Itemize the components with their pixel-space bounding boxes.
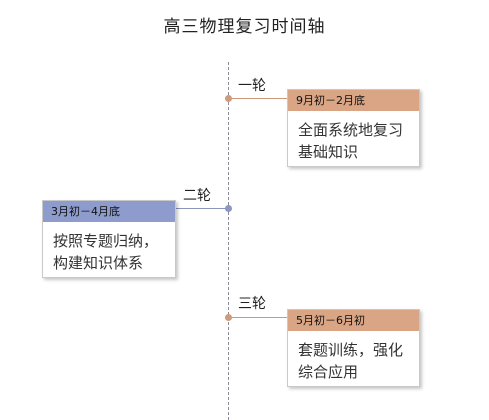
- round-2-description-line: 构建知识体系: [53, 254, 144, 272]
- round-1-description-line: 全面系统地复习: [298, 121, 404, 139]
- round-3-card: 5月初－6月初 套题训练，强化 综合应用: [287, 309, 420, 387]
- round-2-period: 3月初－4月底: [43, 201, 175, 222]
- round-3-period: 5月初－6月初: [288, 310, 419, 331]
- round-2-description-line: 按照专题归纳，: [53, 232, 159, 250]
- round-3-dot: [225, 314, 232, 321]
- round-3-description-line: 套题训练，强化: [298, 341, 404, 359]
- round-1-label: 一轮: [238, 78, 266, 94]
- round-1-description-line: 基础知识: [298, 143, 359, 161]
- round-3-description: 套题训练，强化 综合应用: [288, 331, 419, 383]
- round-1-description: 全面系统地复习 基础知识: [288, 111, 419, 163]
- round-1-dot: [225, 95, 232, 102]
- round-2-dot: [225, 205, 232, 212]
- round-1-connector: [232, 98, 287, 99]
- round-1-card: 9月初－2月底 全面系统地复习 基础知识: [287, 89, 420, 167]
- round-3-label: 三轮: [238, 296, 266, 312]
- round-3-connector: [232, 317, 287, 318]
- diagram-title: 高三物理复习时间轴: [163, 17, 326, 37]
- round-3-description-line: 综合应用: [298, 363, 359, 381]
- timeline-axis: [228, 62, 229, 420]
- round-2-card: 3月初－4月底 按照专题归纳， 构建知识体系: [42, 200, 176, 278]
- round-2-description: 按照专题归纳， 构建知识体系: [43, 222, 175, 274]
- round-1-period: 9月初－2月底: [288, 90, 419, 111]
- round-2-connector: [174, 208, 226, 209]
- round-2-label: 二轮: [183, 188, 211, 204]
